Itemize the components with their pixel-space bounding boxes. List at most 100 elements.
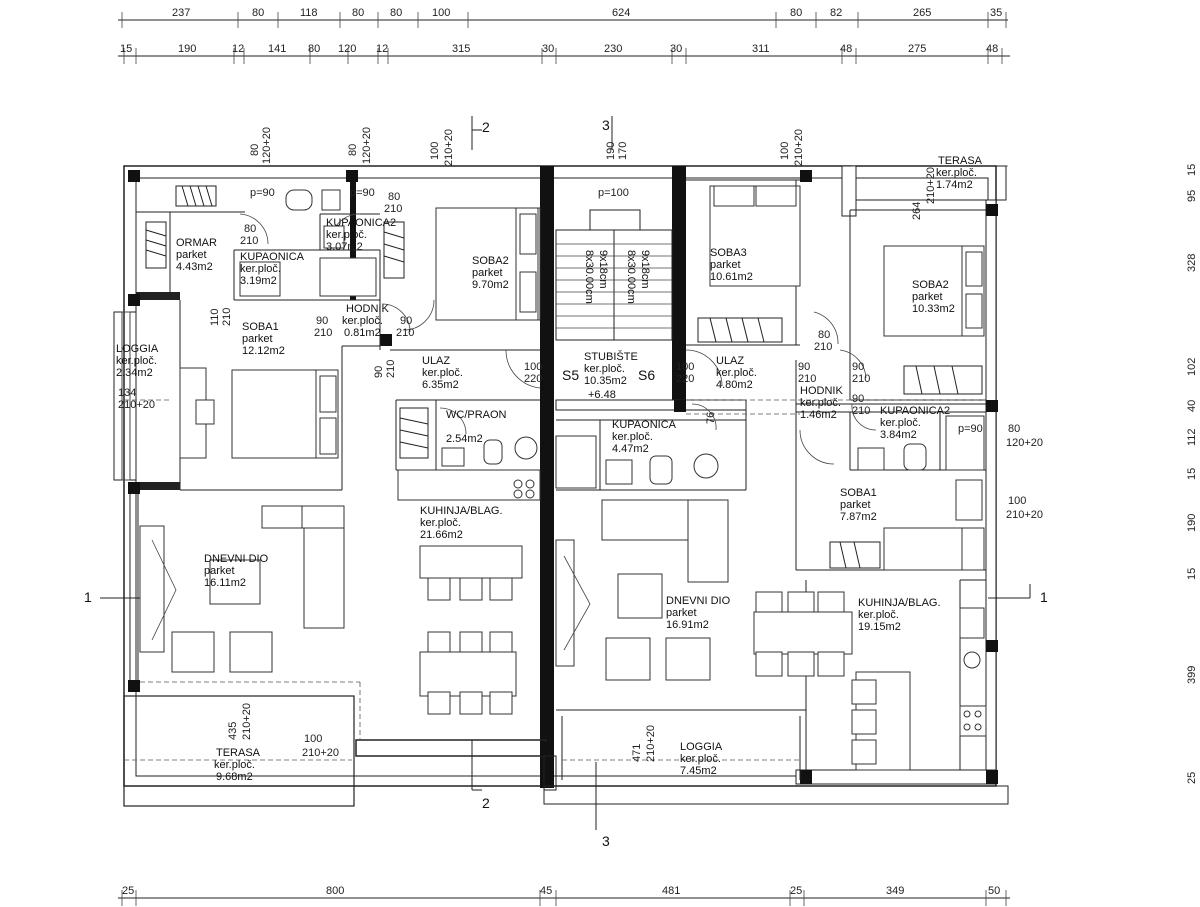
svg-text:parket: parket (242, 333, 273, 345)
window-kup-r-h: 120+20 (1006, 437, 1043, 449)
door-loggia2-w: 471 (631, 744, 643, 762)
dim-top-118: 118 (300, 7, 318, 19)
dim-top2-30a: 30 (542, 43, 554, 55)
svg-text:ULAZ: ULAZ (422, 355, 450, 367)
room-soba3-b: SOBA3 parket 10.61m2 (710, 247, 753, 283)
room-labels: ORMAR parket 4.43m2 KUPAONICA ker.ploč. … (116, 155, 983, 783)
svg-text:3.07m2: 3.07m2 (326, 241, 363, 253)
svg-text:parket: parket (472, 267, 503, 279)
room-soba2-b: SOBA2 parket 10.33m2 (912, 279, 955, 315)
stair-left-steps: 9x18cm (597, 250, 609, 289)
stair-right-steps: 9x18cm (639, 250, 651, 289)
door-h1-w: 90 (316, 315, 328, 327)
dim-right-102: 102 (1186, 358, 1198, 376)
door-kup2-h: 210 (384, 203, 402, 215)
win3-w: 100 (429, 142, 441, 160)
dim-right-328: 328 (1186, 254, 1198, 272)
door-h3-w: 90 (373, 366, 385, 378)
door-h2-w: 90 (400, 315, 412, 327)
room-kupaonica-b: KUPAONICA ker.ploč. 4.47m2 (612, 419, 677, 455)
label-p100: p=100 (598, 187, 629, 199)
dim-bottom-25a: 25 (122, 885, 134, 897)
stair-door-s6: S6 (638, 367, 655, 383)
room-loggia-a: LOGGIA ker.ploč. 2.34m2 (116, 343, 159, 379)
svg-text:DNEVNI DIO: DNEVNI DIO (204, 553, 269, 565)
dim-top-80d: 80 (790, 7, 802, 19)
door-soba1-w: 110 (209, 308, 221, 326)
svg-text:1.46m2: 1.46m2 (800, 409, 837, 421)
svg-text:KUPAONICA: KUPAONICA (612, 419, 677, 431)
dim-top2-12b: 12 (376, 43, 388, 55)
door-r3-w: 90 (852, 393, 864, 405)
staircase: 9x18cm 8x30.00cm 9x18cm 8x30.00cm (555, 209, 673, 341)
room-stubiste: STUBIŠTE ker.ploč. 10.35m2 +6.48 (584, 350, 638, 401)
right-dimension-column: 15 95 328 102 40 112 15 190 15 399 25 (1186, 164, 1198, 784)
svg-text:parket: parket (912, 291, 943, 303)
svg-text:ker.ploč.: ker.ploč. (422, 367, 463, 379)
svg-text:SOBA2: SOBA2 (912, 279, 949, 291)
room-terasa-a: TERASA ker.ploč. 9.68m2 (214, 747, 261, 783)
dim-top-80c: 80 (390, 7, 402, 19)
room-kupaonica-a: KUPAONICA ker.ploč. 3.19m2 (240, 251, 305, 287)
svg-text:7.87m2: 7.87m2 (840, 511, 877, 523)
section-1-right: 1 (1040, 589, 1048, 605)
dim-right-190: 190 (1186, 514, 1198, 532)
dim-top2-315: 315 (452, 43, 470, 55)
section-2-bottom: 2 (482, 795, 490, 811)
furniture (139, 185, 987, 771)
dim-top2-48a: 48 (840, 43, 852, 55)
dim-top2-311: 311 (752, 43, 770, 55)
dim-right-15b: 15 (1186, 468, 1198, 480)
svg-text:7.45m2: 7.45m2 (680, 765, 717, 777)
svg-text:ker.ploč.: ker.ploč. (936, 167, 977, 179)
svg-text:ker.ploč.: ker.ploč. (240, 263, 281, 275)
door-r4-h: 210 (814, 341, 832, 353)
win2-w: 80 (347, 144, 359, 156)
room-soba2-a: SOBA2 parket 9.70m2 (472, 255, 509, 291)
top-dimension-row-2: 15 190 12 141 80 120 12 315 30 230 30 31… (118, 43, 1010, 64)
dim-right-15c: 15 (1186, 568, 1198, 580)
door-kup2-w: 80 (388, 191, 400, 203)
door-s6-w: 100 (676, 361, 694, 373)
svg-text:LOGGIA: LOGGIA (680, 741, 723, 753)
door-terasa-w: 100 (304, 733, 322, 745)
dim-bottom-45: 45 (540, 885, 552, 897)
svg-text:19.15m2: 19.15m2 (858, 621, 901, 633)
svg-text:ker.ploč.: ker.ploč. (326, 229, 367, 241)
bottom-dimension-row: 25 800 45 481 25 349 50 (118, 885, 1010, 906)
wardrobe-hatches (145, 185, 983, 569)
svg-text:SOBA3: SOBA3 (710, 247, 747, 259)
terraces (113, 165, 1009, 807)
room-ulaz-a: ULAZ ker.ploč. 6.35m2 (422, 355, 463, 391)
svg-text:10.35m2: 10.35m2 (584, 375, 627, 387)
door-s5-h: 220 (524, 373, 542, 385)
svg-text:SOBA1: SOBA1 (242, 321, 279, 333)
room-loggia-b: LOGGIA ker.ploč. 7.45m2 (680, 741, 723, 777)
dim-right-40: 40 (1186, 400, 1198, 412)
svg-text:ker.ploč.: ker.ploč. (880, 417, 921, 429)
room-hodnik-b: HODNIK ker.ploč. 1.46m2 (800, 385, 843, 421)
dim-top2-120: 120 (338, 43, 356, 55)
svg-text:ker.ploč.: ker.ploč. (214, 759, 255, 771)
stair-right-tread: 8x30.00cm (625, 250, 637, 304)
svg-text:KUHINJA/BLAG.: KUHINJA/BLAG. (858, 597, 941, 609)
svg-text:HODNIK: HODNIK (800, 385, 843, 397)
section-lines: 1 1 2 2 3 3 (84, 116, 1048, 849)
door-soba1-h: 210 (221, 308, 233, 326)
dim-top2-15: 15 (120, 43, 132, 55)
door-kup1-w: 76 (705, 412, 717, 424)
room-wc-praon: WC/PRAON 2.54m2 (446, 409, 507, 445)
svg-text:WC/PRAON: WC/PRAON (446, 409, 507, 421)
dim-right-15a: 15 (1186, 164, 1198, 176)
door-s5-w: 100 (524, 361, 542, 373)
room-kuhinja-b: KUHINJA/BLAG. ker.ploč. 19.15m2 (858, 597, 941, 633)
door-h1-h: 210 (314, 327, 332, 339)
dim-right-399: 399 (1186, 666, 1198, 684)
win3-h: 210+20 (443, 129, 455, 166)
svg-text:12.12m2: 12.12m2 (242, 345, 285, 357)
dim-right-95: 95 (1186, 190, 1198, 202)
doors (239, 213, 877, 465)
svg-text:ker.ploč.: ker.ploč. (420, 517, 461, 529)
dim-top2-30b: 30 (670, 43, 682, 55)
svg-text:STUBIŠTE: STUBIŠTE (584, 350, 638, 363)
